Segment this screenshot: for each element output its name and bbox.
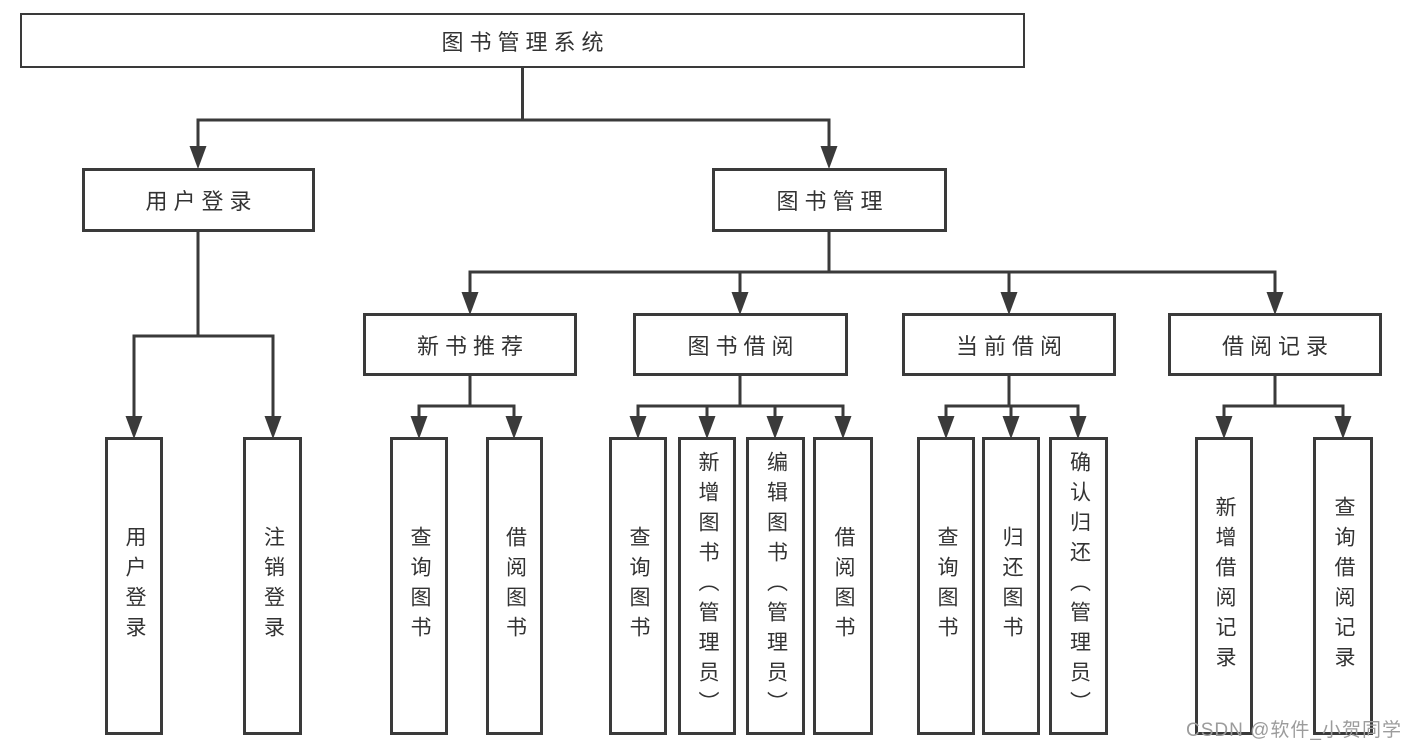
node-book-borrow-label: 图书借阅 [687,333,800,359]
arrow-down-icon [1266,292,1284,315]
arrow-down-icon [125,416,143,439]
watermark: CSDN @软件_小贺同学 [1186,720,1402,741]
arrow-down-icon [189,146,207,169]
node-user-login: 用户登录 [82,168,315,232]
connector-new-book-recommend-branch [417,376,516,421]
leaf-query-book-under-borrow: 查询图书 [609,437,667,735]
node-root-label: 图书管理系统 [441,29,610,55]
leaf-borrow-book-under-borrow: 借阅图书 [813,437,873,735]
arrow-down-icon [820,146,838,169]
leaf-query-book-under-current: 查询图书 [917,437,975,735]
connector-book-borrow-branch [636,376,845,421]
leaf-query-borrow-record: 查询借阅记录 [1313,437,1373,735]
arrow-down-icon [766,416,784,439]
leaf-add-borrow-record: 新增借阅记录 [1195,437,1253,735]
arrow-down-icon [410,416,428,439]
node-borrow-records-label: 借阅记录 [1221,333,1334,359]
leaf-borrow-book-under-recommend: 借阅图书 [486,437,543,735]
leaf-borrow-book-under-borrow-label: 借阅图书 [832,526,855,646]
leaf-return-book: 归还图书 [982,437,1040,735]
connector-user-login-branch [132,232,275,421]
leaf-edit-book-admin-label: 编辑图书（管理员） [764,451,788,721]
arrow-down-icon [264,416,282,439]
arrow-down-icon [698,416,716,439]
leaf-add-borrow-record-label: 新增借阅记录 [1213,496,1236,676]
node-user-login-label: 用户登录 [145,189,258,214]
node-book-borrow: 图书借阅 [633,313,848,376]
node-book-management: 图书管理 [712,168,947,232]
arrow-down-icon [1215,416,1233,439]
arrowheads [125,146,1352,439]
node-new-book-recommend: 新书推荐 [363,313,577,376]
arrow-down-icon [834,416,852,439]
arrow-down-icon [1002,416,1020,439]
arrow-down-icon [629,416,647,439]
arrow-down-icon [731,292,749,315]
leaf-add-book-admin: 新增图书（管理员） [678,437,736,735]
leaf-confirm-return-admin-label: 确认归还（管理员） [1067,451,1091,721]
leaf-logout: 注销登录 [243,437,302,735]
leaf-query-book-under-recommend: 查询图书 [390,437,448,735]
arrow-down-icon [937,416,955,439]
node-new-book-recommend-label: 新书推荐 [416,333,529,359]
leaf-query-book-under-current-label: 查询图书 [935,526,958,646]
arrow-down-icon [1334,416,1352,439]
node-borrow-records: 借阅记录 [1168,313,1382,376]
leaf-return-book-label: 归还图书 [1000,526,1023,646]
connector-root-to-level2 [196,68,831,152]
connector-current-borrow-branch [944,376,1080,421]
leaf-user-login: 用户登录 [105,437,163,735]
leaf-add-book-admin-label: 新增图书（管理员） [696,451,719,721]
arrow-down-icon [461,292,479,315]
leaf-edit-book-admin: 编辑图书（管理员） [746,437,805,735]
leaf-logout-label: 注销登录 [261,526,285,646]
leaf-query-book-under-borrow-label: 查询图书 [627,526,650,646]
arrow-down-icon [1000,292,1018,315]
leaf-borrow-book-under-recommend-label: 借阅图书 [503,526,527,646]
connector-book-management-branch [468,232,1277,298]
arrow-down-icon [505,416,523,439]
connector-borrow-records-branch [1222,376,1345,421]
arrow-down-icon [1069,416,1087,439]
leaf-confirm-return-admin: 确认归还（管理员） [1049,437,1108,735]
leaf-query-borrow-record-label: 查询借阅记录 [1332,496,1355,676]
node-current-borrow-label: 当前借阅 [955,333,1068,359]
node-current-borrow: 当前借阅 [902,313,1116,376]
node-book-management-label: 图书管理 [776,189,889,214]
node-root: 图书管理系统 [20,13,1025,68]
leaf-query-book-under-recommend-label: 查询图书 [408,526,431,646]
leaf-user-login-label: 用户登录 [123,526,146,646]
